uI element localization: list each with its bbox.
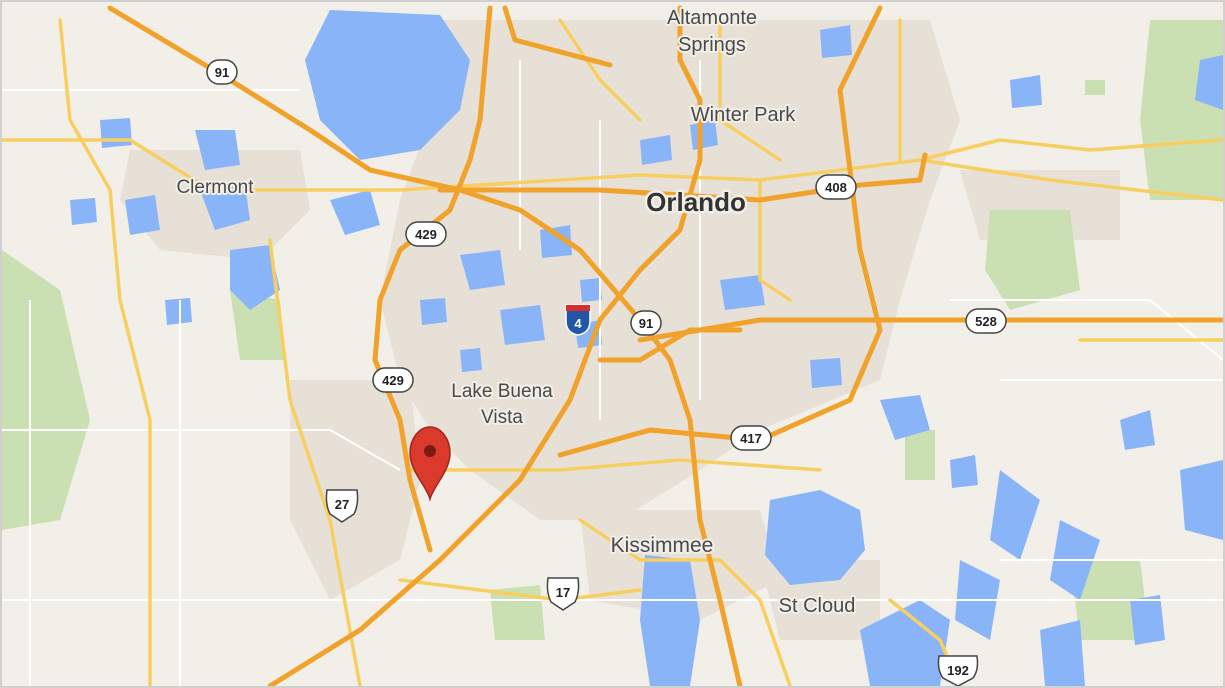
svg-text:27: 27 (335, 497, 349, 512)
svg-text:408: 408 (825, 180, 847, 195)
lake-tohopekaliga (640, 555, 700, 686)
route-shield-us-27: 27 (325, 489, 359, 523)
route-shield-91-turnpike: 91 (630, 310, 662, 336)
svg-text:91: 91 (215, 65, 229, 80)
route-shield-528: 528 (965, 308, 1007, 334)
route-shield-408: 408 (815, 174, 857, 200)
svg-text:429: 429 (382, 373, 404, 388)
city-label-st-cloud: St Cloud (779, 595, 856, 617)
city-label-winter-park: Winter Park (691, 104, 796, 126)
city-label-altamonte: Altamonte (667, 7, 757, 29)
lake-apopka (305, 10, 470, 160)
svg-text:429: 429 (415, 227, 437, 242)
svg-text:192: 192 (947, 663, 969, 678)
sr-417 (557, 5, 883, 458)
water-bodies (70, 10, 1223, 686)
interstate-4 (267, 5, 703, 688)
city-label-springs: Springs (678, 34, 746, 56)
east-lake-tohopekaliga (765, 490, 865, 585)
route-shield-i4: 4 (565, 304, 591, 336)
route-shields: 91 408 429 4 91 528 (206, 59, 1007, 687)
city-label-kissimmee: Kissimmee (611, 534, 714, 557)
map-pin-marker[interactable] (409, 426, 451, 502)
city-label-lake-buena: Lake Buena (451, 381, 553, 402)
route-shield-us-192: 192 (937, 655, 979, 687)
city-label-vista: Vista (481, 407, 523, 428)
route-shield-us-17: 17 (546, 577, 580, 611)
svg-text:417: 417 (740, 431, 762, 446)
city-labels: Altamonte Springs Winter Park Clermont O… (174, 5, 857, 619)
city-label-clermont: Clermont (176, 177, 254, 198)
map-pin-icon[interactable] (409, 426, 451, 502)
svg-text:91: 91 (639, 316, 653, 331)
sr-408 (437, 152, 928, 203)
route-shield-429-north: 429 (405, 221, 447, 247)
map-pin-dot (424, 445, 436, 457)
svg-text:4: 4 (574, 316, 582, 331)
major-roads (0, 18, 1225, 688)
svg-text:528: 528 (975, 314, 997, 329)
route-shield-417: 417 (730, 425, 772, 451)
highways (107, 5, 1225, 688)
route-shield-429-south: 429 (372, 367, 414, 393)
svg-text:17: 17 (556, 585, 570, 600)
route-shield-91-north: 91 (206, 59, 238, 85)
city-label-orlando: Orlando (646, 187, 746, 217)
sr-429 (372, 5, 493, 553)
florida-turnpike (107, 5, 743, 688)
